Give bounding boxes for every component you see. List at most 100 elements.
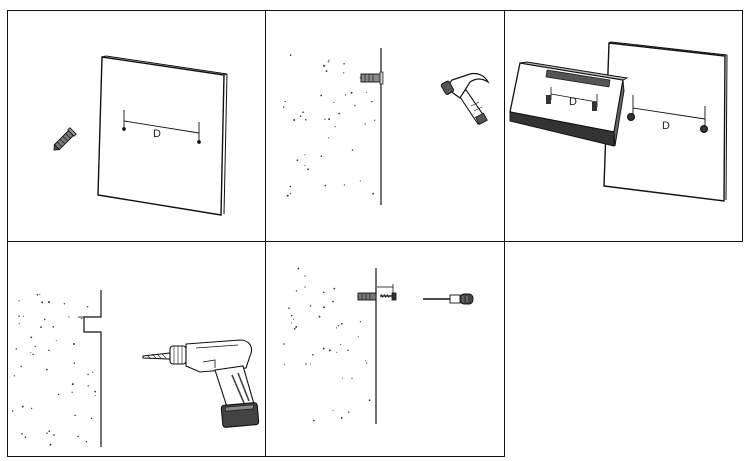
- texture-dot: [365, 91, 367, 94]
- texture-dot: [354, 105, 356, 107]
- panel-grid: [7, 10, 743, 457]
- texture-dot: [337, 325, 339, 327]
- wall-anchor-icon: [360, 71, 384, 85]
- texture-dot: [18, 300, 20, 302]
- texture-dot: [340, 416, 343, 419]
- texture-dot: [20, 365, 22, 368]
- texture-dot: [15, 348, 18, 350]
- texture-dot: [293, 327, 296, 330]
- screw-icon: [380, 292, 397, 301]
- wall-texture: [282, 54, 376, 197]
- texture-dot: [48, 349, 50, 352]
- texture-dot: [49, 443, 52, 446]
- texture-dot: [55, 339, 57, 341]
- texture-dot: [73, 362, 76, 364]
- texture-dot: [77, 435, 79, 438]
- texture-dot: [94, 390, 97, 393]
- texture-dot: [351, 149, 354, 151]
- texture-dot: [68, 316, 70, 318]
- texture-dot: [73, 343, 76, 345]
- texture-dot: [324, 118, 326, 120]
- texture-dot: [63, 303, 66, 305]
- texture-dot: [81, 317, 83, 320]
- dimension-d-wall: [632, 95, 706, 128]
- texture-dot: [332, 409, 334, 412]
- texture-dot: [11, 410, 14, 412]
- texture-dot: [43, 318, 46, 321]
- panel-5-insert-screw: [283, 267, 474, 424]
- texture-dot: [374, 119, 376, 121]
- texture-dot: [71, 391, 73, 393]
- texture-dot: [351, 377, 353, 380]
- wall-surface-with-hole: [83, 290, 102, 447]
- texture-dot: [295, 290, 298, 292]
- texture-dot: [288, 307, 290, 309]
- texture-dot: [293, 119, 296, 121]
- texture-dot: [52, 325, 55, 328]
- texture-dot: [92, 371, 94, 373]
- texture-dot: [87, 373, 89, 376]
- texture-dot: [340, 322, 343, 325]
- texture-dot: [18, 315, 20, 317]
- texture-dot: [286, 194, 289, 197]
- dimension-label-bracket: D: [569, 96, 577, 108]
- texture-dot: [371, 100, 373, 103]
- texture-dot: [359, 77, 361, 79]
- keyhole-slot-icon: [546, 95, 597, 111]
- texture-dot: [343, 184, 346, 186]
- panel-1-measure-wall: D: [53, 55, 228, 216]
- panel-4-drill-hole: [11, 290, 260, 447]
- texture-dot: [359, 321, 362, 323]
- texture-dot: [304, 286, 306, 288]
- texture-dot: [295, 325, 298, 328]
- texture-dot: [24, 436, 27, 439]
- texture-dot: [365, 360, 367, 362]
- texture-dot: [320, 94, 323, 97]
- hammer-icon: [440, 72, 490, 125]
- texture-dot: [307, 168, 310, 171]
- screw-head-icon: [627, 113, 635, 121]
- texture-dot: [334, 126, 336, 128]
- texture-dot: [328, 137, 330, 139]
- texture-dot: [46, 432, 48, 434]
- texture-dot: [364, 123, 366, 125]
- texture-dot: [13, 375, 16, 377]
- texture-dot: [30, 407, 33, 410]
- texture-dot: [21, 432, 23, 435]
- texture-dot: [41, 301, 44, 304]
- texture-dot: [304, 275, 306, 277]
- texture-dot: [289, 185, 292, 188]
- texture-dot: [309, 305, 312, 307]
- texture-dot: [46, 368, 48, 371]
- texture-dot: [90, 417, 93, 420]
- texture-dot: [289, 54, 292, 56]
- texture-dot: [328, 118, 331, 121]
- texture-dot: [366, 362, 368, 364]
- drill-icon: [142, 339, 260, 428]
- texture-dot: [323, 291, 325, 294]
- texture-dot: [347, 349, 349, 352]
- texture-dot: [94, 394, 96, 396]
- texture-dot: [23, 315, 24, 317]
- texture-dot: [335, 327, 338, 329]
- texture-dot: [299, 115, 302, 117]
- texture-dot: [85, 441, 88, 443]
- wall-anchor-icon: [357, 292, 377, 301]
- texture-dot: [320, 155, 323, 158]
- dimension-label-wall: D: [662, 120, 670, 132]
- texture-dot: [39, 293, 41, 295]
- panel-3-hang-on-screws: D D: [509, 41, 728, 202]
- texture-dot: [57, 393, 60, 396]
- texture-dot: [327, 61, 330, 63]
- texture-dot: [359, 180, 361, 182]
- texture-dot: [71, 383, 74, 386]
- texture-dot: [350, 91, 353, 94]
- texture-dot: [48, 301, 50, 304]
- texture-dot: [333, 101, 335, 104]
- texture-dot: [87, 385, 89, 387]
- texture-dot: [30, 336, 33, 339]
- texture-dot: [293, 318, 295, 320]
- texture-dot: [348, 411, 350, 413]
- texture-dot: [30, 351, 32, 353]
- texture-dot: [291, 322, 293, 324]
